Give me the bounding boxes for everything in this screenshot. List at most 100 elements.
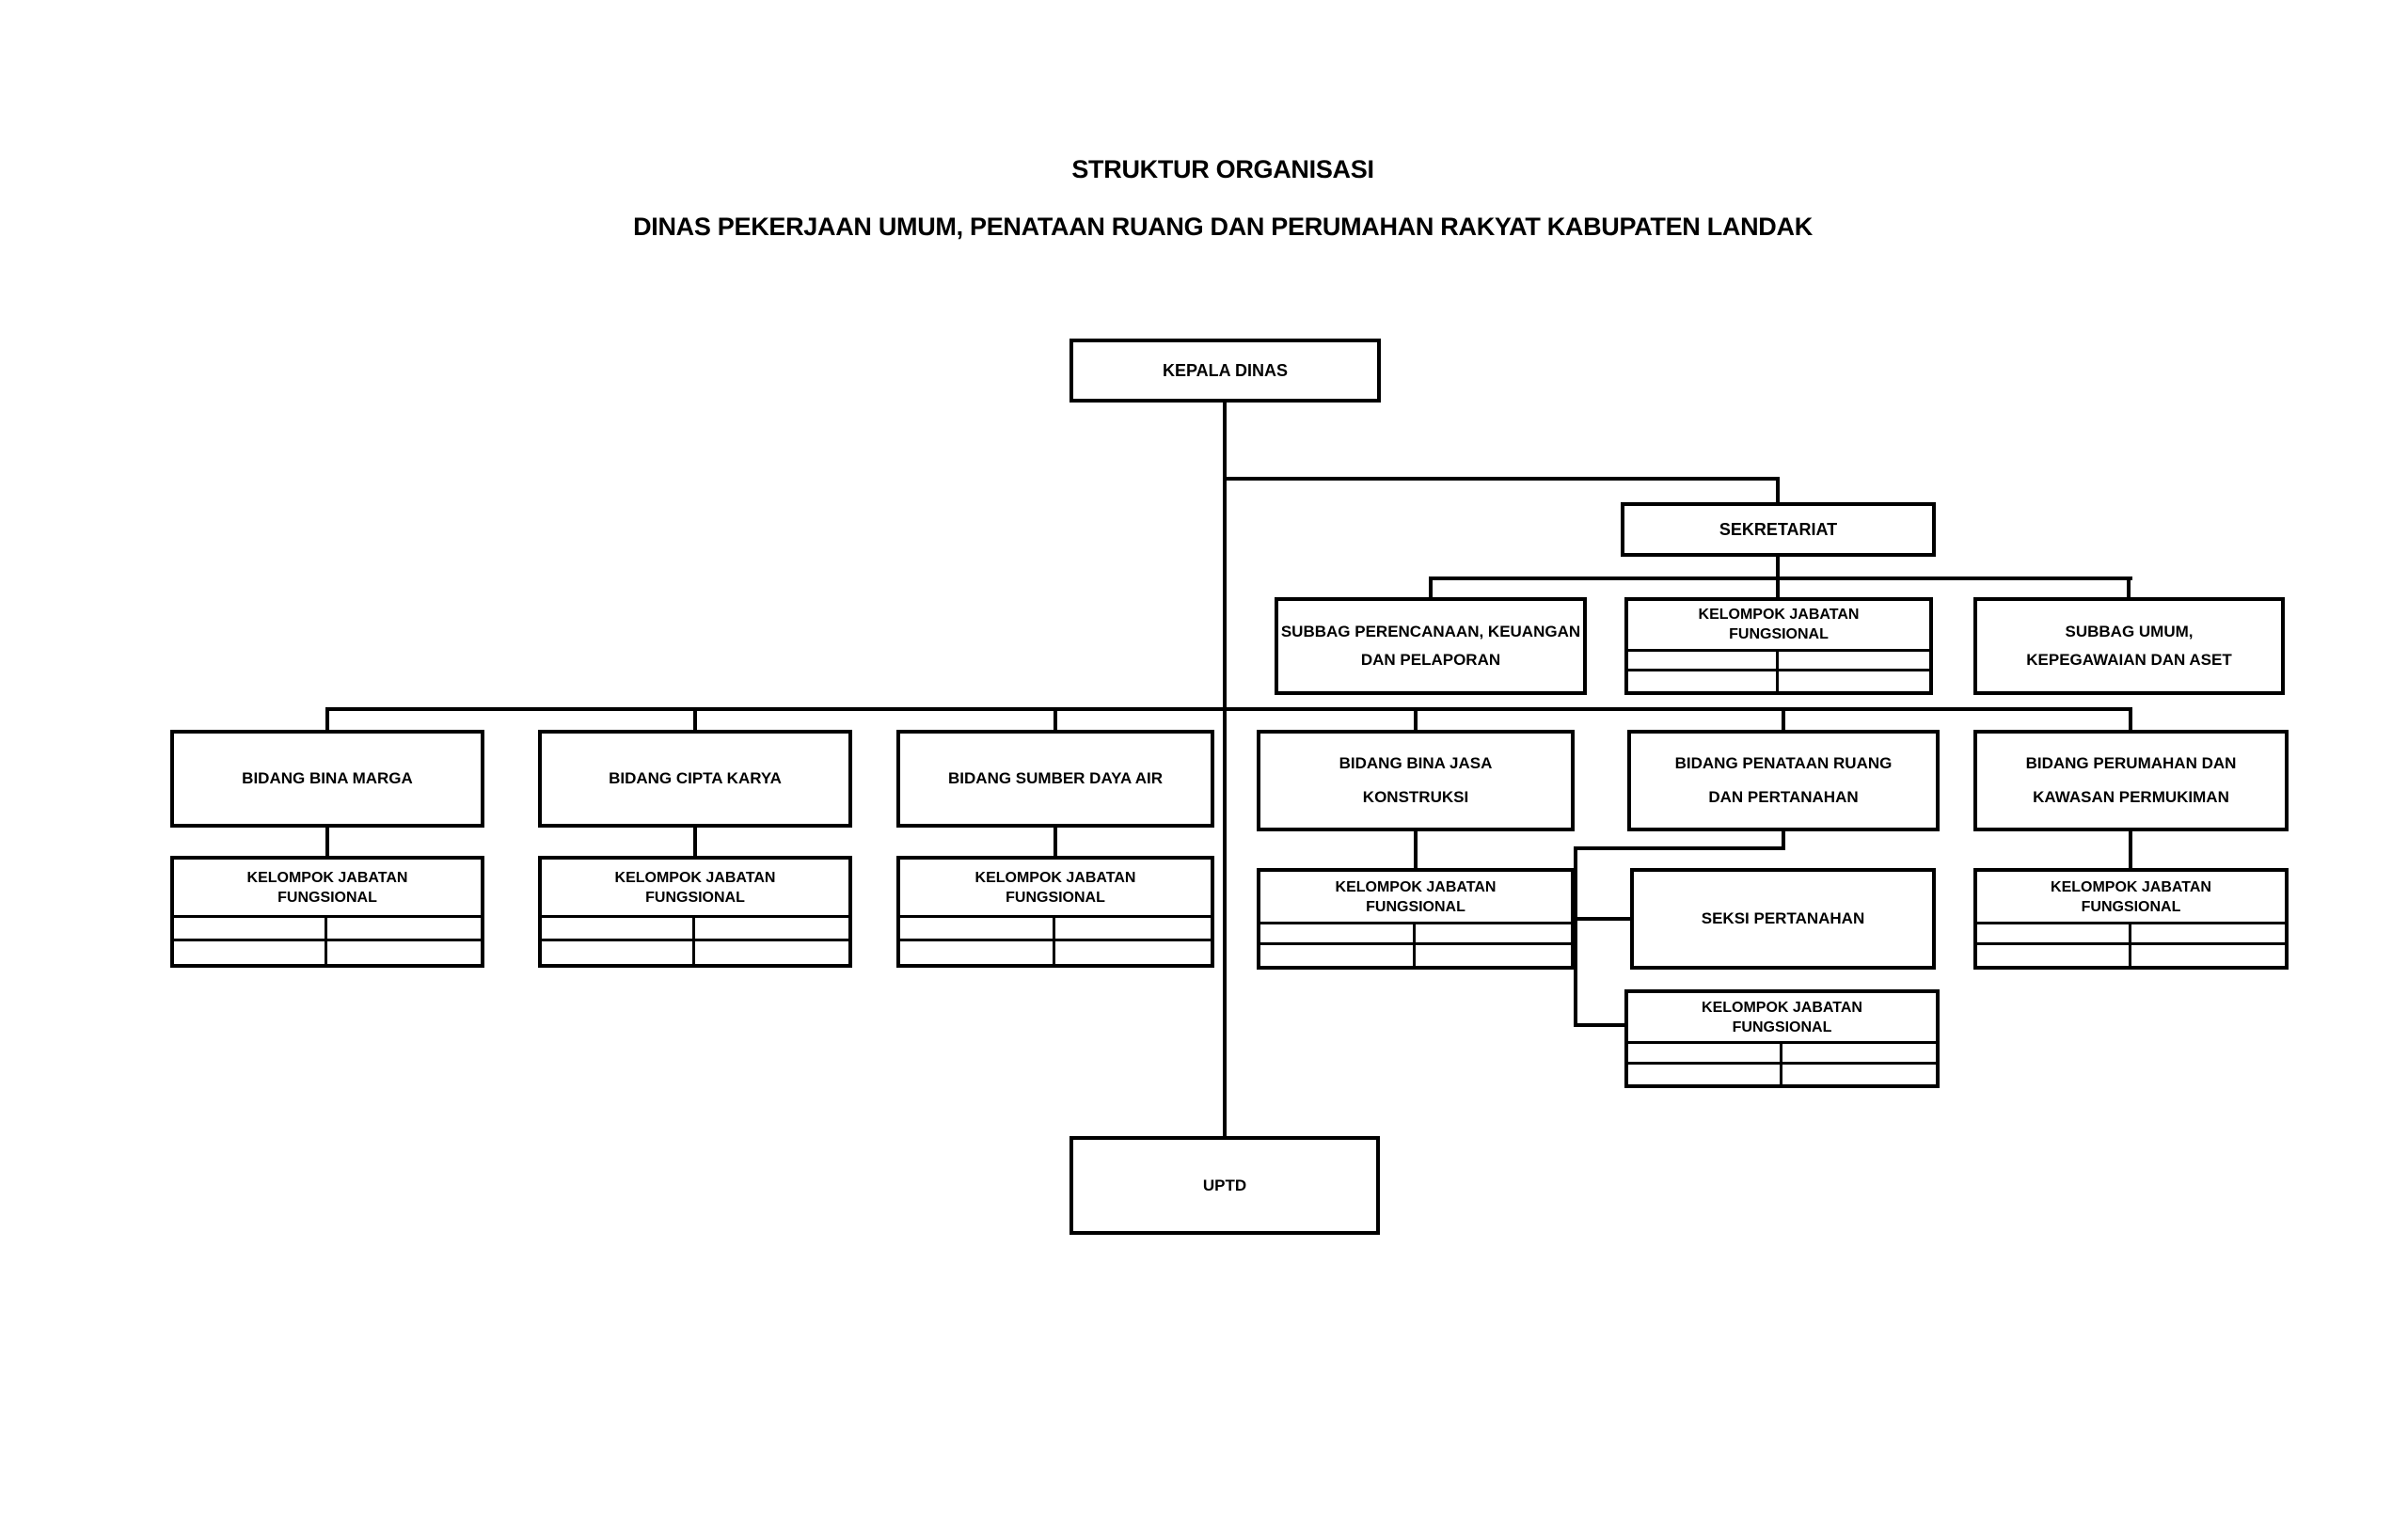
node-sekretariat: SEKRETARIAT [1621, 502, 1936, 557]
connector-sekretariat-down [1776, 553, 1780, 580]
empty-cell [1977, 945, 2131, 966]
node-kelompok-jabatan-cipta-karya: KELOMPOK JABATAN FUNGSIONAL [538, 856, 852, 968]
empty-cell [1977, 924, 2131, 945]
node-subbag-perencanaan: SUBBAG PERENCANAAN, KEUANGAN DAN PELAPOR… [1275, 597, 1587, 695]
kelompok-jabatan-table [174, 918, 481, 964]
kelompok-jabatan-line2: FUNGSIONAL [1729, 626, 1829, 643]
empty-cell [174, 940, 327, 964]
node-kelompok-jabatan-bina-marga: KELOMPOK JABATAN FUNGSIONAL [170, 856, 484, 968]
empty-cell [2131, 945, 2285, 966]
kelompok-jabatan-line1: KELOMPOK JABATAN [614, 869, 776, 886]
node-seksi-pertanahan-label: SEKSI PERTANAHAN [1701, 909, 1865, 927]
kelompok-jabatan-line1: KELOMPOK JABATAN [1698, 607, 1860, 624]
empty-cell [1260, 924, 1416, 945]
empty-cell [1779, 671, 1929, 691]
kelompok-jabatan-table [1628, 651, 1929, 691]
kelompok-jabatan-header: KELOMPOK JABATAN FUNGSIONAL [542, 860, 848, 919]
connector-stub-kelompok-2 [693, 826, 697, 860]
connector-drop-kelompok-sekretariat [1776, 576, 1780, 601]
connector-subrow-h [1429, 576, 2132, 580]
connector-drop-bidang-6 [2129, 707, 2132, 734]
node-bidang-sumber-daya-air: BIDANG SUMBER DAYA AIR [896, 730, 1214, 828]
empty-cell [1782, 1044, 1936, 1065]
kelompok-jabatan-line1: KELOMPOK JABATAN [246, 869, 408, 886]
kelompok-jabatan-line1: KELOMPOK JABATAN [1335, 878, 1497, 895]
kelompok-jabatan-header: KELOMPOK JABATAN FUNGSIONAL [900, 860, 1211, 919]
connector-stub-kelompok-3 [1054, 826, 1057, 860]
bidang-label: BIDANG BINA JASA [1339, 754, 1493, 772]
node-subbag-umum-line1: SUBBAG UMUM, [2065, 623, 2194, 640]
kelompok-jabatan-header: KELOMPOK JABATAN FUNGSIONAL [1628, 601, 1929, 652]
node-bidang-bina-jasa-konstruksi: BIDANG BINA JASA KONSTRUKSI [1257, 730, 1575, 831]
empty-cell [1628, 1044, 1782, 1065]
node-kepala-dinas-label: KEPALA DINAS [1162, 361, 1288, 380]
kelompok-jabatan-table [1260, 924, 1571, 966]
empty-cell [695, 940, 848, 964]
empty-cell [1055, 940, 1211, 964]
node-subbag-umum: SUBBAG UMUM, KEPEGAWAIAN DAN ASET [1973, 597, 2285, 695]
empty-cell [1628, 1064, 1782, 1084]
connector-elbow-down [1782, 829, 1785, 850]
connector-drop-subbag-umum [2127, 576, 2131, 601]
node-uptd: UPTD [1069, 1136, 1380, 1235]
empty-cell [1782, 1064, 1936, 1084]
bidang-label: BIDANG SUMBER DAYA AIR [948, 769, 1163, 787]
connector-drop-subbag-perencanaan [1429, 576, 1433, 601]
empty-cell [900, 918, 1055, 941]
kelompok-jabatan-header: KELOMPOK JABATAN FUNGSIONAL [1628, 993, 1936, 1045]
connector-elbow-left [1574, 846, 1785, 850]
node-seksi-pertanahan: SEKSI PERTANAHAN [1630, 868, 1936, 970]
empty-cell [1416, 924, 1571, 945]
empty-cell [327, 918, 481, 941]
kelompok-jabatan-line1: KELOMPOK JABATAN [974, 869, 1136, 886]
bidang-label: BIDANG PERUMAHAN DAN [2025, 754, 2237, 772]
kelompok-jabatan-table [1628, 1044, 1936, 1084]
node-bidang-penataan-ruang: BIDANG PENATAAN RUANG DAN PERTANAHAN [1627, 730, 1940, 831]
connector-stub-kelompok-1 [325, 826, 329, 860]
node-kelompok-jabatan-bina-jasa: KELOMPOK JABATAN FUNGSIONAL [1257, 868, 1575, 970]
kelompok-jabatan-table [1977, 924, 2285, 966]
kelompok-jabatan-table [900, 918, 1211, 964]
kelompok-jabatan-header: KELOMPOK JABATAN FUNGSIONAL [1977, 872, 2285, 924]
connector-stub-kelompok-6 [2129, 829, 2132, 872]
bidang-label: BIDANG CIPTA KARYA [609, 769, 782, 787]
bidang-label: BIDANG BINA MARGA [242, 769, 413, 787]
node-bidang-perumahan: BIDANG PERUMAHAN DAN KAWASAN PERMUKIMAN [1973, 730, 2289, 831]
kelompok-jabatan-line1: KELOMPOK JABATAN [1702, 999, 1862, 1016]
kelompok-jabatan-line2: FUNGSIONAL [277, 889, 377, 906]
node-kelompok-jabatan-sekretariat: KELOMPOK JABATAN FUNGSIONAL [1624, 597, 1933, 695]
connector-drop-bidang-2 [693, 707, 697, 734]
node-kelompok-jabatan-pertanahan: KELOMPOK JABATAN FUNGSIONAL [1624, 989, 1940, 1088]
empty-cell [695, 918, 848, 941]
empty-cell [1260, 945, 1416, 966]
empty-cell [1416, 945, 1571, 966]
connector-spine [1223, 403, 1227, 1140]
empty-cell [900, 940, 1055, 964]
connector-stub-kelompok-4 [1414, 829, 1418, 872]
connector-stub-kelompok-seksi [1574, 1023, 1628, 1027]
kelompok-jabatan-header: KELOMPOK JABATAN FUNGSIONAL [174, 860, 481, 919]
kelompok-jabatan-line2: FUNGSIONAL [2081, 898, 2181, 915]
bidang-label: DAN PERTANAHAN [1708, 788, 1859, 806]
kelompok-jabatan-line2: FUNGSIONAL [1006, 889, 1105, 906]
empty-cell [1628, 671, 1779, 691]
node-sekretariat-label: SEKRETARIAT [1719, 520, 1838, 539]
connector-drop-bidang-4 [1414, 707, 1418, 734]
empty-cell [542, 940, 695, 964]
bidang-label: KAWASAN PERMUKIMAN [2033, 788, 2229, 806]
empty-cell [1779, 651, 1929, 671]
bidang-label: BIDANG PENATAAN RUANG [1674, 754, 1893, 772]
node-kelompok-jabatan-sumber-daya-air: KELOMPOK JABATAN FUNGSIONAL [896, 856, 1214, 968]
kelompok-jabatan-header: KELOMPOK JABATAN FUNGSIONAL [1260, 872, 1571, 924]
node-kepala-dinas: KEPALA DINAS [1069, 339, 1381, 403]
node-uptd-label: UPTD [1202, 1176, 1247, 1194]
node-subbag-umum-line2: KEPEGAWAIAN DAN ASET [2026, 651, 2232, 669]
connector-bidang-h [325, 707, 2132, 711]
kelompok-jabatan-line2: FUNGSIONAL [1366, 898, 1465, 915]
empty-cell [2131, 924, 2285, 945]
kelompok-jabatan-table [542, 918, 848, 964]
kelompok-jabatan-line2: FUNGSIONAL [1732, 1019, 1832, 1035]
node-kelompok-jabatan-perumahan: KELOMPOK JABATAN FUNGSIONAL [1973, 868, 2289, 970]
node-bidang-cipta-karya: BIDANG CIPTA KARYA [538, 730, 852, 828]
